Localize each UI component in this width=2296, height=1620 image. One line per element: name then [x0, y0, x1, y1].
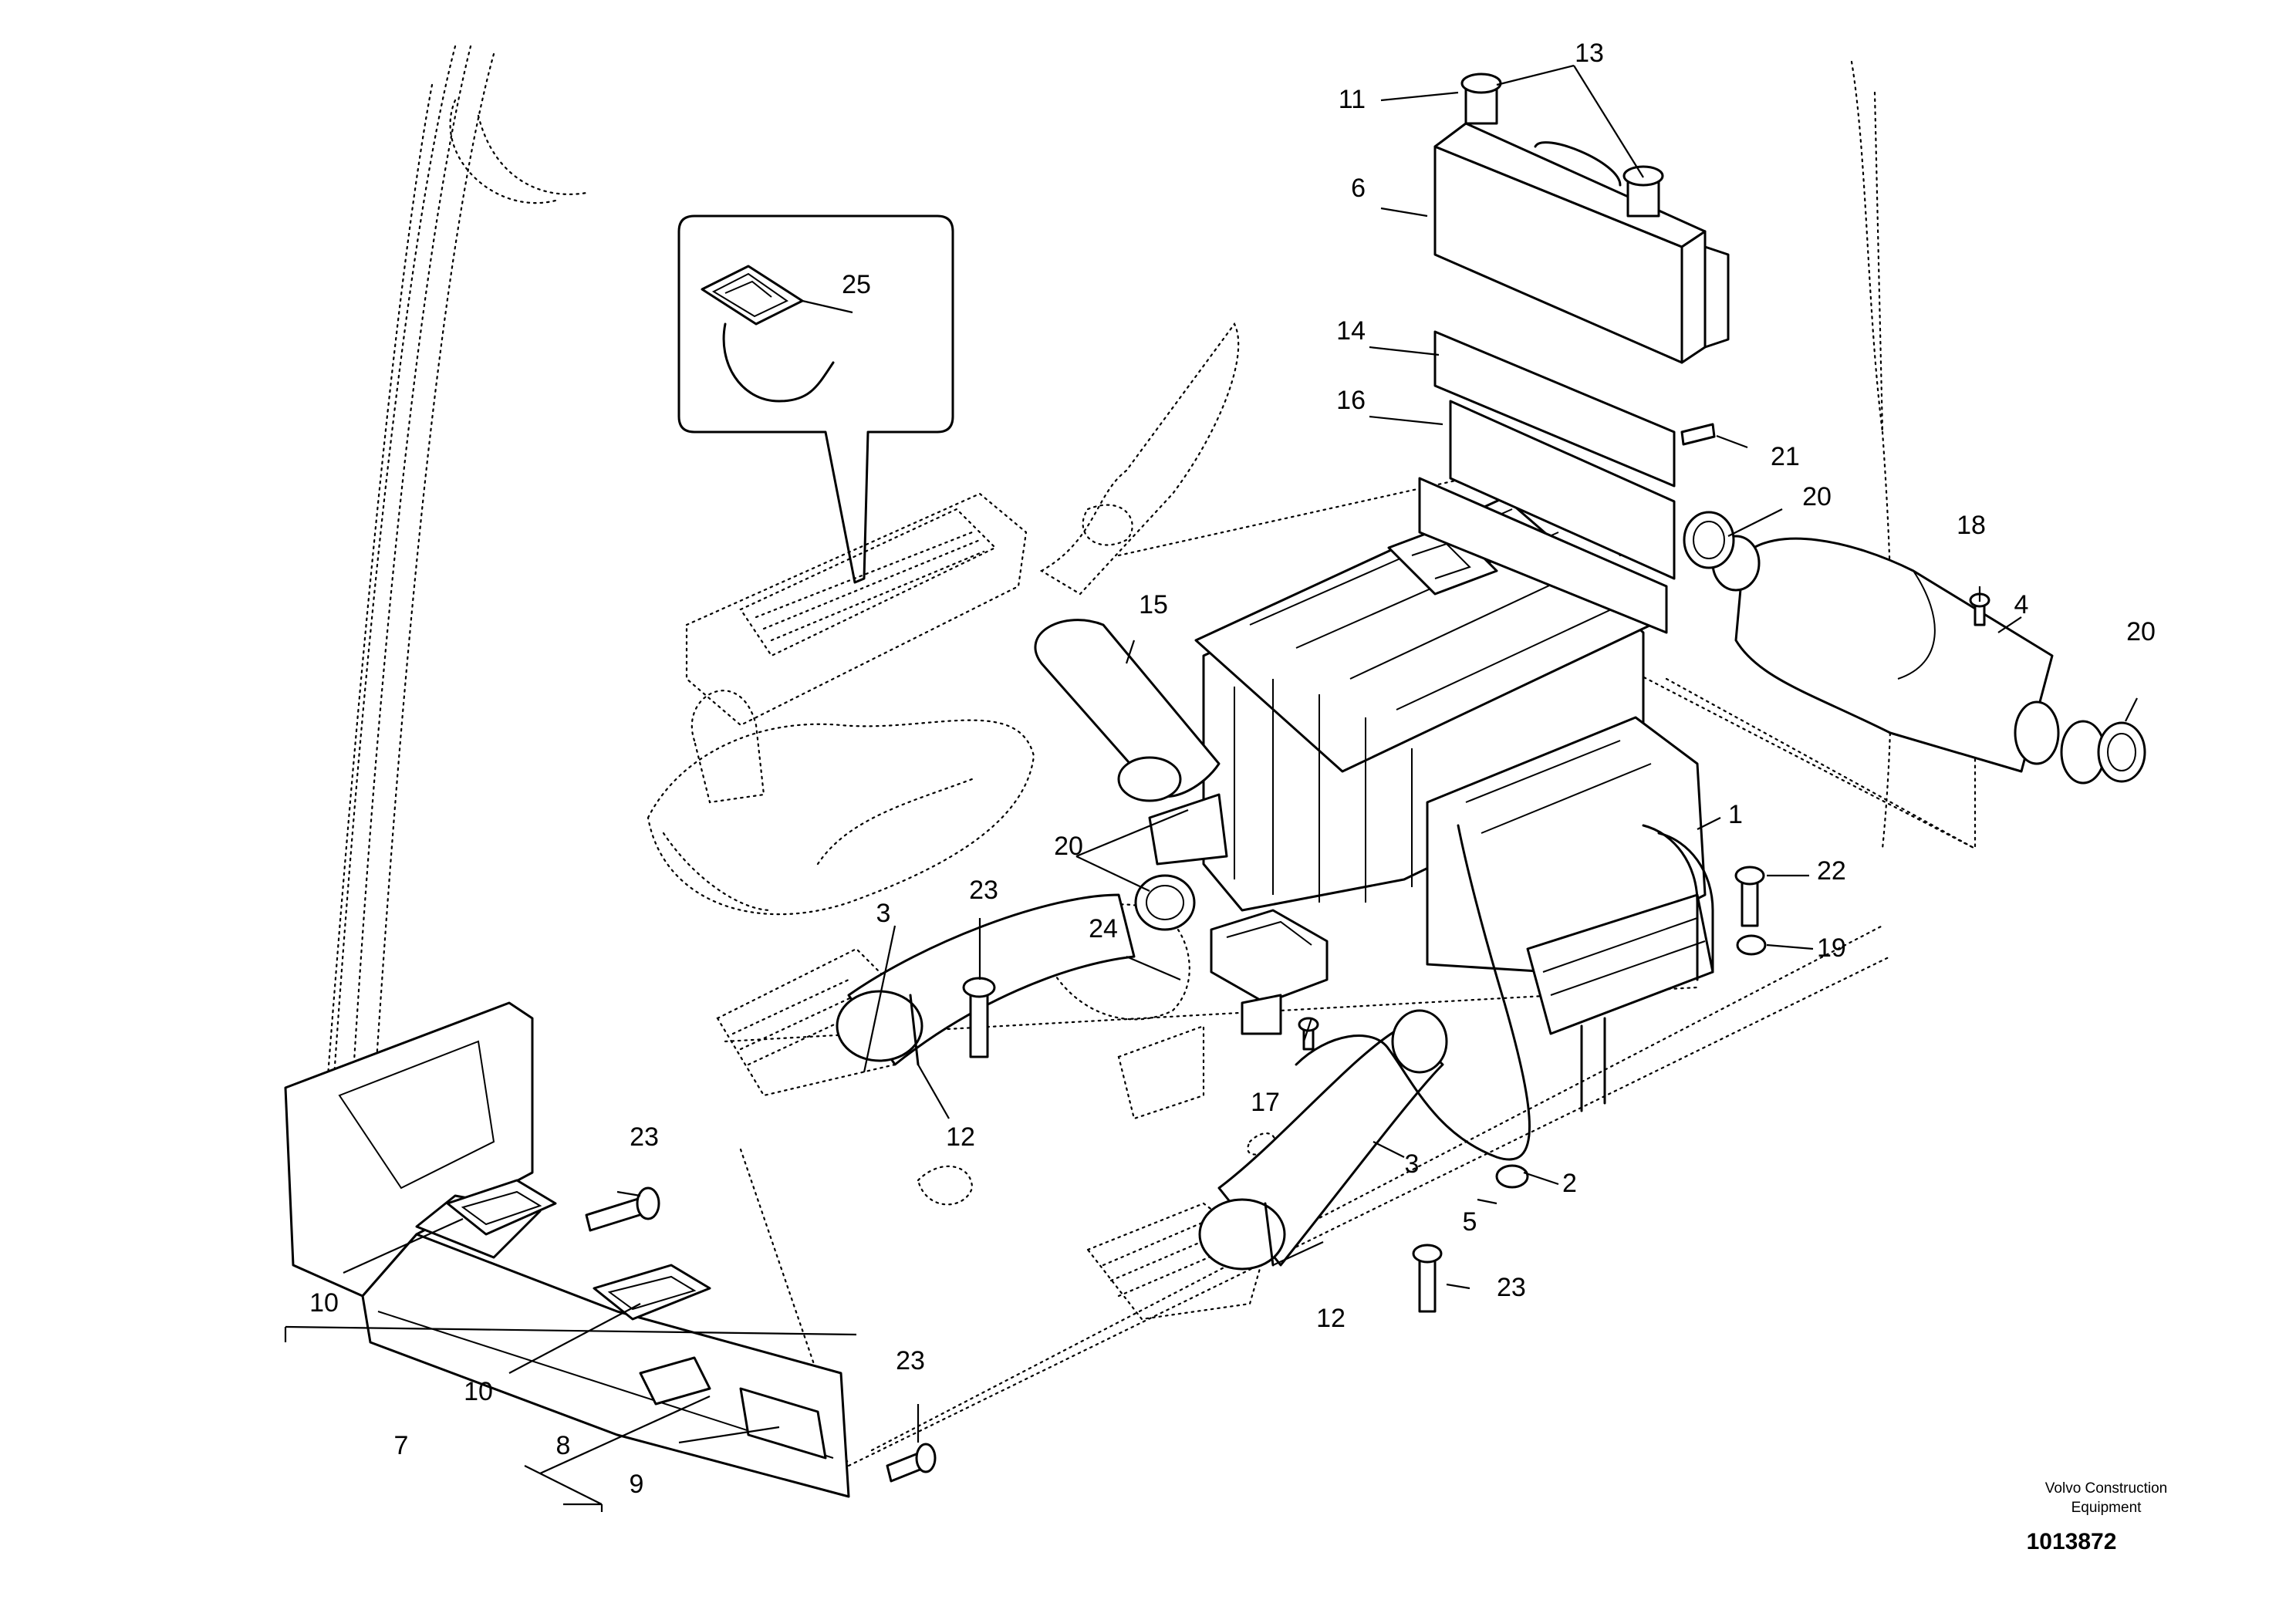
hose-clamps	[1134, 511, 2146, 931]
filter-housing	[1433, 73, 1730, 364]
air-vent-left	[446, 1179, 557, 1236]
callout-23-duct: 23	[630, 1122, 659, 1152]
callout-12-left: 12	[946, 1122, 975, 1152]
heater-unit	[1148, 496, 1714, 1112]
callout-10-right: 10	[464, 1377, 493, 1406]
supply-ducts	[1418, 330, 1676, 634]
callout-12-right: 12	[1316, 1304, 1346, 1333]
callout-13: 13	[1575, 39, 1604, 68]
callout-24: 24	[1089, 914, 1118, 943]
callout-25: 25	[842, 270, 871, 299]
callout-20-center: 20	[1054, 832, 1083, 861]
callout-11: 11	[1339, 85, 1366, 114]
callout-7: 7	[394, 1431, 409, 1460]
callout-14: 14	[1336, 316, 1366, 346]
document-number: 1013872	[2027, 1529, 2117, 1554]
hose-15	[1034, 619, 1221, 802]
relay-box-24	[1210, 909, 1329, 1035]
hose-3-left	[836, 893, 1136, 1066]
wire-harness-5	[1295, 824, 1531, 1189]
brand-line-2: Equipment	[2071, 1500, 2142, 1516]
callout-21: 21	[1771, 442, 1800, 471]
callout-4: 4	[2014, 590, 2029, 619]
duct-4	[1711, 535, 2106, 785]
callout-20-right: 20	[2126, 617, 2156, 646]
control-console	[647, 322, 1276, 1321]
callout-labels: 1 2 3 3 4 5 6 7 8 9 10 10 11 12 12 13 14…	[309, 39, 2156, 1499]
callout-23-bottom: 23	[896, 1346, 925, 1375]
leader-lines	[284, 64, 2138, 1512]
callout-9: 9	[630, 1470, 644, 1499]
callout-6: 6	[1351, 174, 1366, 203]
callout-3-right: 3	[1405, 1149, 1420, 1179]
title-block: Volvo Construction Equipment 1013872	[2027, 1480, 2168, 1554]
callout-10-left: 10	[309, 1288, 339, 1318]
pipe-1	[1642, 824, 1714, 981]
callout-19: 19	[1817, 933, 1846, 963]
hose-3-right	[1198, 1009, 1448, 1271]
callout-23-top: 23	[969, 876, 998, 905]
air-vent-right	[593, 1264, 711, 1321]
callout-5: 5	[1463, 1207, 1477, 1237]
detail-inset-25	[677, 214, 954, 584]
callout-18: 18	[1957, 511, 1986, 540]
callout-2: 2	[1562, 1169, 1577, 1198]
clips	[909, 994, 1275, 1267]
callout-22: 22	[1817, 856, 1846, 886]
callout-8: 8	[556, 1431, 571, 1460]
callout-15: 15	[1139, 590, 1168, 619]
brand-line-1: Volvo Construction	[2045, 1480, 2167, 1497]
callout-17: 17	[1251, 1088, 1280, 1117]
floor-duct	[284, 1001, 850, 1498]
callout-20-top: 20	[1802, 482, 1832, 511]
callout-3-left: 3	[876, 899, 891, 928]
callout-16: 16	[1336, 386, 1366, 415]
callout-1: 1	[1728, 800, 1743, 829]
callout-23-floor: 23	[1497, 1273, 1526, 1302]
